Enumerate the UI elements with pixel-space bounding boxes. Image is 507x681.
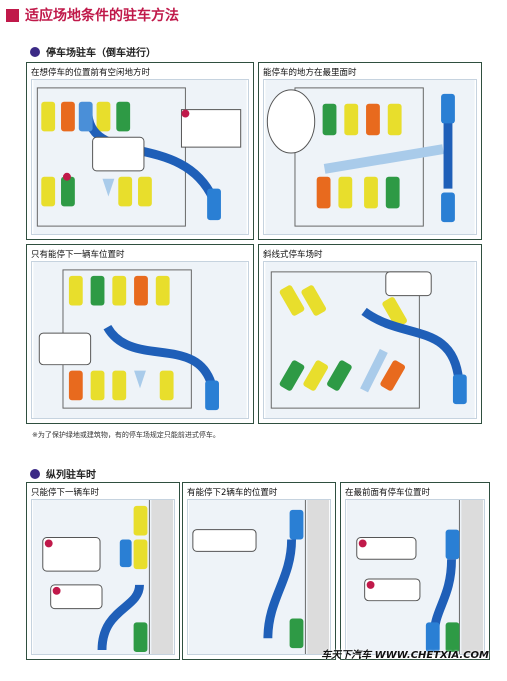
parking-diagram [263, 79, 477, 235]
panel-title: 只有能停下一辆车位置时 [31, 250, 125, 260]
parking-diagram [187, 499, 331, 655]
panel-parallel-front-space: 在最前面有停车位置时 [340, 482, 490, 660]
parking-diagram [31, 499, 175, 655]
parking-diagram [263, 261, 477, 419]
panel-title: 有能停下2辆车的位置时 [187, 488, 278, 498]
title-square-icon [6, 8, 19, 22]
watermark: 车天下汽车 WWW.CHETXIA.COM [321, 650, 489, 661]
panel-title: 能停车的地方在最里面时 [263, 68, 357, 78]
panel-diagonal-lot: 斜线式停车场时 [258, 244, 482, 424]
panel-parallel-two-cars: 有能停下2辆车的位置时 [182, 482, 336, 660]
panel-title: 斜线式停车场时 [263, 250, 323, 260]
diagram-svg [346, 500, 484, 654]
page-title: 适应场地条件的驻车方法 [6, 4, 179, 26]
parking-diagram [31, 79, 249, 235]
footnote: ※为了保护绿地或建筑物，有的停车场规定只能前进式停车。 [32, 431, 220, 439]
diagram-svg [188, 500, 330, 654]
diagram-svg [265, 80, 475, 234]
bullet-icon [30, 46, 40, 57]
diagram-svg [33, 80, 247, 234]
panel-title: 在最前面有停车位置时 [345, 488, 431, 498]
panel-one-space-only: 只有能停下一辆车位置时 [26, 244, 254, 424]
parking-diagram [345, 499, 485, 655]
diagram-svg [32, 500, 174, 654]
bullet-icon [30, 468, 40, 479]
panel-title: 在想停车的位置前有空闲地方时 [31, 68, 151, 78]
panel-title: 只能停下一辆车时 [31, 488, 100, 498]
diagram-svg [265, 262, 475, 418]
panel-parallel-one-car: 只能停下一辆车时 [26, 482, 180, 660]
diagram-svg [33, 262, 247, 418]
section-header-lot: 停车场驻车（倒车进行） [30, 44, 156, 59]
panel-free-space-ahead: 在想停车的位置前有空闲地方时 [26, 62, 254, 240]
parking-diagram [31, 261, 249, 419]
panel-space-at-back: 能停车的地方在最里面时 [258, 62, 482, 240]
section-header-parallel: 纵列驻车时 [30, 466, 96, 481]
